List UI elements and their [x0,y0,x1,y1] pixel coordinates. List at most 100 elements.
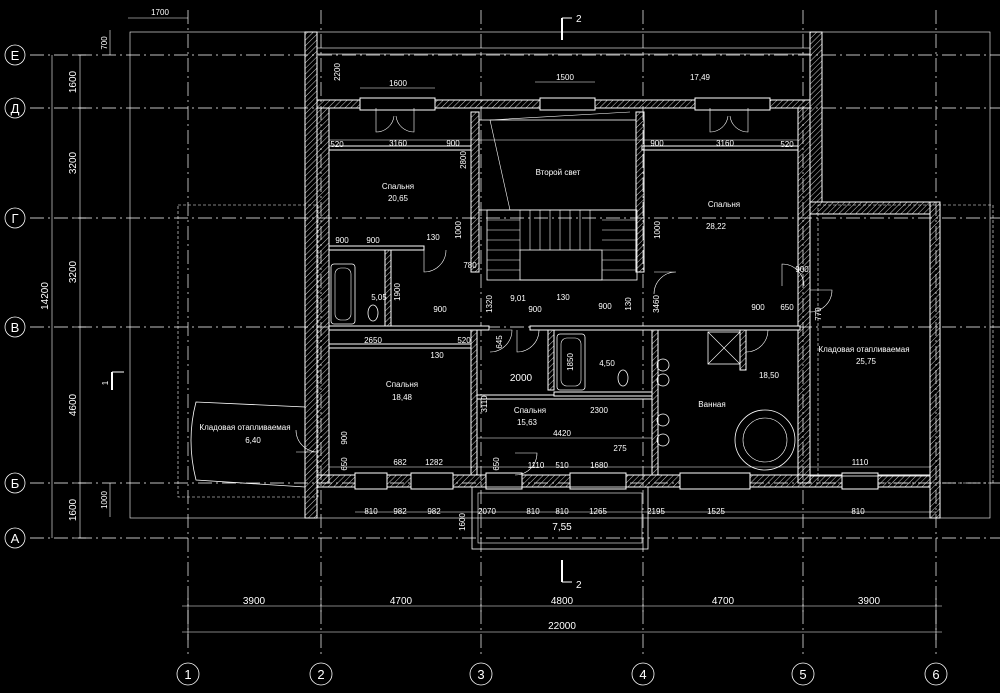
dim-bottom-5: 3900 [858,596,881,607]
dim-b-1600: 1600 [458,513,467,531]
room-area-bed2: 28,22 [706,222,727,231]
dim-left-total: 14200 [40,282,51,310]
room-area-bed1: 20,65 [388,194,409,203]
axis-bubble-G [4,207,26,229]
wall-right [797,107,811,484]
storage-rooms [190,213,931,488]
wall-far-right [929,201,941,519]
axis-label-A: А [11,531,20,546]
storage-left-outline [190,401,306,488]
dim-1850: 1850 [566,353,575,371]
room-labels: Спальня 20,65 Второй свет Спальня 28,22 … [199,168,909,533]
room-name-bathroom: Ванная [698,400,725,409]
axis-bubble-A [4,527,26,549]
dim-510: 510 [555,461,569,470]
axis-bubbles-numbers: 1 2 3 4 5 6 [176,662,948,686]
axis-bubble-D [4,97,26,119]
room-area-storage-right: 25,75 [856,357,877,366]
room-name-bed4: Спальня [514,406,546,415]
axis-label-4: 4 [639,667,646,682]
dim-bottom-4: 4700 [712,596,735,607]
section-label-bottom: 2 [576,580,582,591]
dim-130-a: 130 [426,233,440,242]
dim-3110: 3110 [480,395,489,413]
dim-2200: 2200 [333,63,342,81]
dim-left-700: 700 [100,36,109,50]
dim-2300: 2300 [590,406,608,415]
dim-b-982-b: 982 [427,507,441,516]
axis-label-D: Д [11,101,20,116]
axis-label-G: Г [11,211,18,226]
dim-900-a: 900 [446,139,460,148]
axis-bubble-B [4,472,26,494]
axis-label-B: Б [11,476,20,491]
room-name-bed2: Спальня [708,200,740,209]
axis-bubble-E [4,44,26,66]
dim-520-a: 520 [330,140,344,149]
storage-right-outline [809,213,931,477]
room-area-wc1: 5,05 [371,293,387,302]
dim-b-982-a: 982 [393,507,407,516]
sink-3 [656,413,670,427]
dim-b-2195: 2195 [647,507,665,516]
bottom-dimension-chain: 3900 4700 4800 4700 3900 22000 [182,596,942,640]
jacuzzi [734,409,796,471]
sink-4 [656,433,670,447]
axis-label-6: 6 [932,667,939,682]
dim-1600-top: 1600 [389,79,407,88]
room-area-bath-area: 18,50 [759,371,780,380]
dim-left-4: 4600 [68,393,79,416]
room-area-bath-small: 4,50 [599,359,615,368]
room-area-hall: 9,01 [510,294,526,303]
dim-3160-b: 3160 [716,139,734,148]
bathtub-center [556,333,586,391]
axis-label-2: 2 [317,667,324,682]
dim-left-2: 3200 [68,151,79,174]
dim-left-3: 3200 [68,260,79,283]
fixtures [330,263,796,471]
axis-bubble-2 [309,662,333,686]
dim-2000: 2000 [510,373,533,384]
axis-label-3: 3 [477,667,484,682]
dim-650-a: 650 [780,303,794,312]
dim-b-2070: 2070 [478,507,496,516]
dim-2650: 2650 [364,336,382,345]
dim-bottom-3: 4800 [551,596,574,607]
dim-4420: 4420 [553,429,571,438]
axis-label-E: Е [11,48,20,63]
dim-1749: 17,49 [690,73,711,82]
dim-900-f: 900 [528,305,542,314]
dim-3160-a: 3160 [389,139,407,148]
dim-900-c: 900 [335,236,349,245]
dim-1320: 1320 [485,295,494,313]
wall-storage-top [809,201,931,215]
dim-left-1: 1600 [68,70,79,93]
stair-void [478,111,638,281]
axis-bubble-6 [924,662,948,686]
dim-b-810-d: 810 [851,507,865,516]
section-marks: 2 2 1 [101,14,582,591]
interior-walls [328,111,801,476]
dim-900-g: 900 [751,303,765,312]
dim-900-b: 900 [650,139,664,148]
dim-770: 770 [814,307,823,321]
dim-1000-b: 1000 [653,221,662,239]
dim-b-810-a: 810 [364,507,378,516]
wall-left [316,107,330,484]
doors [295,249,833,476]
balcony [471,486,649,550]
axis-bubble-3 [469,662,493,686]
dim-900-h: 900 [795,265,809,274]
dim-top-1700: 1700 [151,8,169,17]
dim-130-b: 130 [556,293,570,302]
dim-1110-b: 1110 [852,458,869,467]
axis-bubble-V [4,316,26,338]
dim-b-1525: 1525 [707,507,725,516]
axis-bubbles-letters: Е Д Г В Б А [4,44,26,549]
dim-2800: 2800 [459,151,468,169]
dim-1000-a: 1000 [454,221,463,239]
toilet-left [367,304,379,322]
dim-3460: 3460 [652,295,661,313]
dim-1680: 1680 [590,461,608,470]
